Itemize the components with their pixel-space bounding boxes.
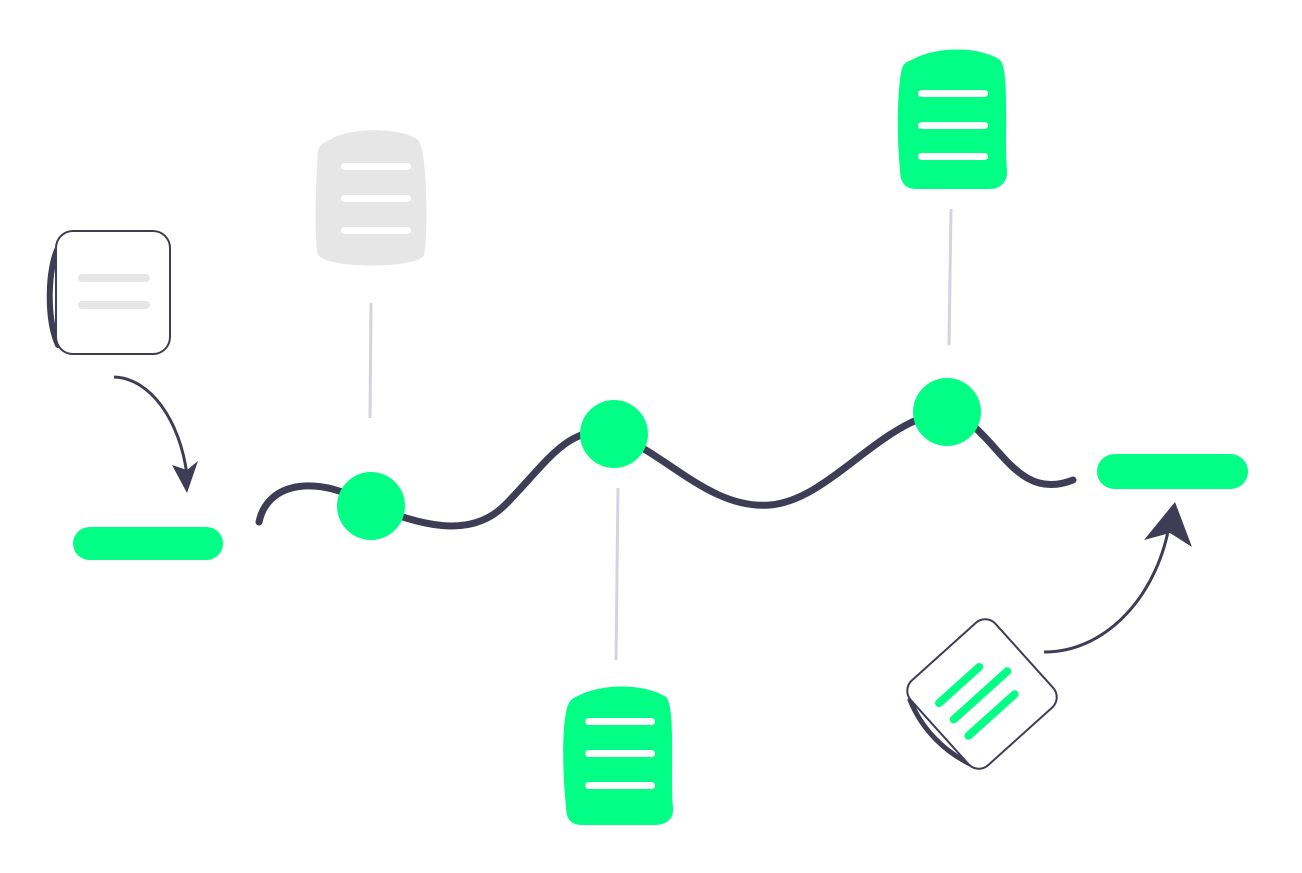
start-bar (73, 527, 223, 560)
end-bar (1097, 454, 1248, 489)
timeline-node (337, 472, 405, 540)
connector-line (947, 208, 953, 346)
curved-arrow-icon (1043, 502, 1192, 654)
document-green-icon (897, 49, 1008, 189)
connector-line (614, 487, 620, 661)
timeline-node (913, 378, 981, 446)
document-tilted-icon (906, 618, 1058, 770)
connector-line (368, 302, 373, 419)
curved-arrow-icon (113, 375, 198, 493)
document-outline-icon (46, 230, 171, 355)
timeline-node (580, 400, 648, 468)
document-gray-icon (315, 130, 427, 266)
document-green-icon (563, 686, 674, 825)
